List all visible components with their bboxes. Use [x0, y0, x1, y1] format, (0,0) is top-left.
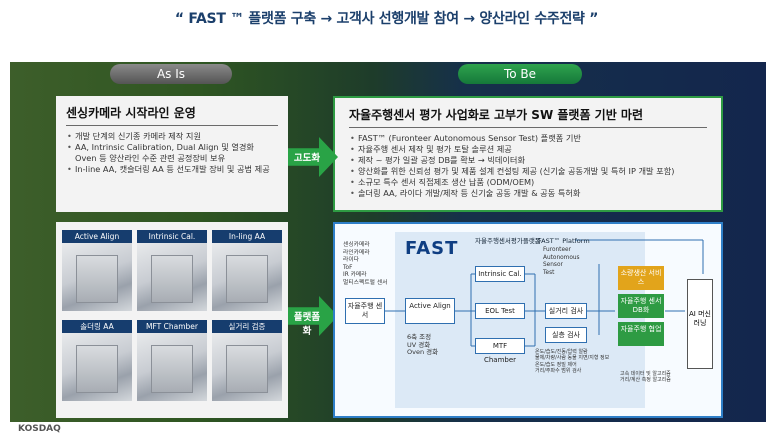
to-be-heading: 자율주행센서 평가 사업화로 고부가 SW 플랫폼 기반 마련 [349, 106, 707, 128]
environment-detail: 물체/차량/사람 동물 지면/지형 정보 [535, 355, 610, 362]
equipment-caption: MFT Chamber [137, 320, 207, 333]
small-production-box: 소량생산 서비스 [618, 266, 664, 290]
diagram-connectors [385, 239, 704, 347]
platform-title: 자율주행센서평가플랫폼 [475, 237, 541, 245]
equipment-image [62, 243, 132, 311]
sensor-box: 자율주행 센서 [345, 298, 385, 324]
to-be-label: To Be [458, 64, 582, 84]
equipment-caption: 실거리 검증 [212, 320, 282, 333]
sensor-type: 멀티스펙트럴 센서 [343, 279, 388, 286]
equipment-caption: In-ling AA [212, 230, 282, 243]
equipment-photo: 솔더링 AA [62, 320, 132, 401]
to-be-bullet: 제작 ~ 평가 일괄 공정 DB를 확보 → 빅데이터화 [349, 155, 707, 166]
align-process-list: 6축 조정 UV 경화 Oven 경화 [407, 333, 439, 357]
advancement-arrow: 고도화 [288, 137, 338, 177]
collaboration-box: 자율주행 협업 [618, 322, 664, 346]
platform-arrow: 플랫폼화 [288, 296, 338, 337]
sensor-db-box: 자율주행 센서 DB화 [618, 294, 664, 318]
algorithm-item: 거리/계산 측정 알고리즘 [620, 377, 671, 384]
as-is-label: As Is [110, 64, 232, 84]
environment-detail: 온도/습도/진동/압력 알람 [535, 349, 588, 355]
sensor-type: 라인카메라 [343, 249, 370, 256]
to-be-bullet: FAST™ (Furonteer Autonomous Sensor Test)… [349, 133, 707, 144]
align-process: UV 경화 [407, 340, 431, 349]
sensor-type: IR 카메라 [343, 272, 367, 278]
advancement-label: 고도화 [293, 153, 321, 164]
to-be-bullet: 자율주행 센서 제작 및 평가 토탈 솔루션 제공 [349, 144, 707, 155]
platform-item: Sensor [543, 262, 563, 268]
equipment-caption: Intrinsic Cal. [137, 230, 207, 243]
sensor-type: 라이다 [343, 257, 359, 263]
to-be-bullet: 양산화를 위한 신뢰성 평가 및 제품 설계 컨설팅 제공 (신기술 공동개발 … [349, 166, 707, 177]
as-is-bullet: 개발 단계의 신기종 카메라 제작 지원 [66, 131, 278, 142]
real-environment-box: 실층 검사 [545, 327, 587, 343]
algorithm-item: 고속 데이터 및 알고리즘 [620, 371, 671, 377]
algorithm-list: 고속 데이터 및 알고리즘 거리/계산 측정 알고리즘 [620, 371, 671, 384]
intrinsic-cal-box: Intrinsic Cal. [475, 266, 525, 282]
platform-label: 플랫폼화 [293, 312, 321, 337]
platform-item: Autonomous [543, 254, 580, 261]
eol-test-box: EOL Test [475, 303, 525, 319]
align-process: Oven 경화 [407, 348, 439, 356]
sensor-type: 센싱카메라 [343, 242, 370, 248]
environment-detail: 온도/습도 정밀 제어 [535, 361, 577, 368]
as-is-bullet: In-line AA, 캣슬더링 AA 등 선도개발 장비 및 공법 제공 [66, 164, 278, 175]
environment-detail: 거리/주파수 범위 검사 [535, 368, 582, 375]
ai-machine-learning-box: AI 머신 러닝 [687, 279, 713, 369]
equipment-caption: Active Align [62, 230, 132, 243]
equipment-image [62, 333, 132, 401]
to-be-bullet: 소규모 특수 센서 직접제조 생산 납품 (ODM/OEM) [349, 177, 707, 188]
as-is-heading: 센싱카메라 시작라인 운영 [66, 104, 278, 126]
platform-items: Furonteer Autonomous Sensor Test [543, 247, 580, 277]
equipment-image [212, 333, 282, 401]
as-is-summary-box: 센싱카메라 시작라인 운영 개발 단계의 신기종 카메라 제작 지원 AA, I… [56, 96, 288, 212]
as-is-bullet: AA, Intrinsic Calibration, Dual Align 및 … [66, 142, 278, 164]
equipment-photo: MFT Chamber [137, 320, 207, 401]
active-align-box: Active Align [405, 298, 455, 324]
equipment-photo: Active Align [62, 230, 132, 311]
equipment-photo: In-ling AA [212, 230, 282, 311]
fast-platform-diagram: FAST 자율주행센서평가플랫폼 FAST™ Platform Furontee… [333, 222, 723, 418]
fast-logo: FAST [405, 238, 459, 259]
equipment-photo: 실거리 검증 [212, 320, 282, 401]
to-be-summary-box: 자율주행센서 평가 사업화로 고부가 SW 플랫폼 기반 마련 FAST™ (F… [333, 96, 723, 212]
equipment-image [137, 333, 207, 401]
platform-item: Test [543, 269, 555, 276]
equipment-image [137, 243, 207, 311]
mtf-chamber-box: MTF Chamber [475, 338, 525, 364]
equipment-caption: 솔더링 AA [62, 320, 132, 333]
platform-name: FAST™ Platform [538, 237, 590, 245]
platform-item: Furonteer [543, 247, 571, 253]
sensor-type-list: 센싱카메라 라인카메라 라이다 ToF IR 카메라 멀티스펙트럴 센서 [343, 242, 388, 287]
equipment-photo: Intrinsic Cal. [137, 230, 207, 311]
align-process: 6축 조정 [407, 333, 432, 341]
sensor-type: ToF [343, 264, 353, 271]
equipment-photo-grid: Active Align Intrinsic Cal. In-ling AA 솔… [56, 222, 288, 418]
environment-detail-list: 온도/습도/진동/압력 알람 물체/차량/사람 동물 지면/지형 정보 온도/습… [535, 349, 609, 375]
to-be-bullet: 솔더링 AA, 라이다 개발/제작 등 신기술 공동 개발 & 공동 특허화 [349, 188, 707, 199]
equipment-image [212, 243, 282, 311]
real-distance-box: 실거리 검사 [545, 303, 587, 319]
page-title: “ FAST ™ 플랫폼 구축 → 고객사 선행개발 참여 → 양산라인 수주전… [174, 11, 599, 27]
company-logo: KOSDAQ [18, 424, 61, 434]
